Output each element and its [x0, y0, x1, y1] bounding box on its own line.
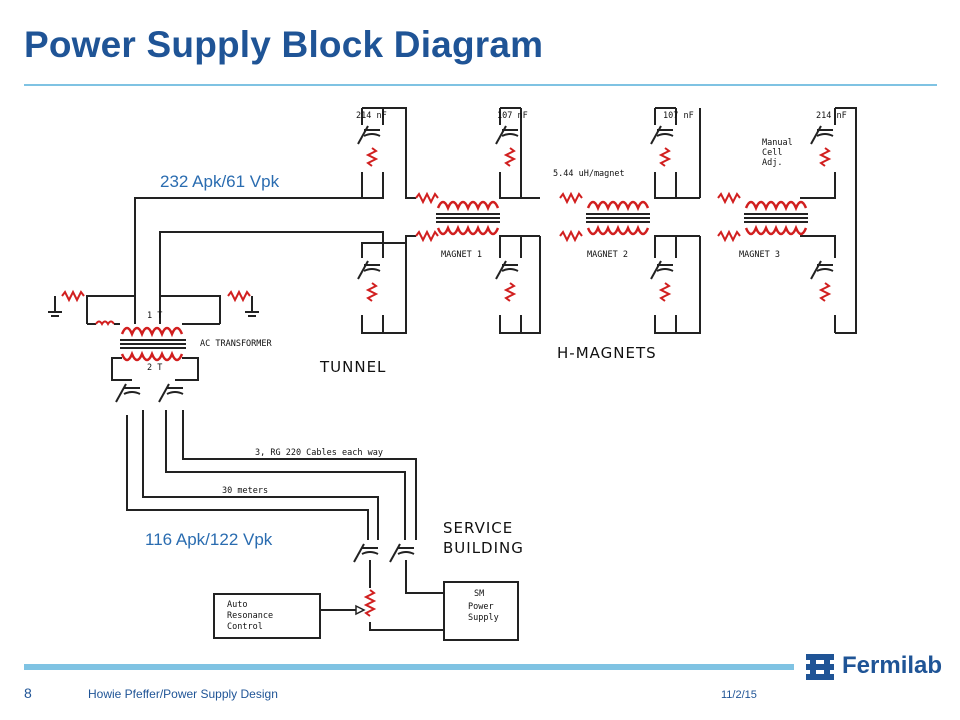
magnet-string-wiring: [134, 107, 857, 334]
power-supply-label-3: Supply: [468, 613, 499, 623]
cap-label-1: 214 nF: [356, 111, 387, 121]
auto-resonance-box: [213, 593, 321, 639]
manual-label-2: Cell: [762, 148, 782, 158]
logo-text: Fermilab: [842, 652, 943, 679]
auto-resonance-label-3: Control: [227, 622, 263, 632]
cap-label-3: 107 nF: [663, 111, 694, 121]
footer-date: 11/2/15: [721, 689, 757, 701]
power-supply-box: [443, 581, 519, 641]
page-title: Power Supply Block Diagram: [24, 24, 544, 65]
power-supply-label-2: Power: [468, 602, 494, 612]
page-number: 8: [24, 685, 32, 701]
top-current-callout: 232 Apk/61 Vpk: [160, 172, 280, 191]
magnet-3-label: MAGNET 3: [739, 250, 780, 260]
fermilab-logo-icon: [806, 654, 834, 680]
h-magnets-label: H-MAGNETS: [557, 344, 657, 362]
magnet-coils: [415, 191, 808, 243]
magnet-1-label: MAGNET 1: [441, 250, 482, 260]
manual-label-3: Adj.: [762, 158, 782, 168]
magnet-2-label: MAGNET 2: [587, 250, 628, 260]
auto-resonance-label-1: Auto: [227, 600, 247, 610]
bottom-current-callout: 116 Apk/122 Vpk: [145, 530, 273, 549]
transformer-bottom-label: 2 T: [147, 363, 162, 373]
ac-transformer: [48, 289, 259, 403]
footer-bar: [24, 664, 794, 670]
capacitor-cells: [357, 125, 834, 302]
transformer-top-label: 1 T: [147, 311, 162, 321]
title-rule: [24, 84, 937, 86]
service-label-1: SERVICE: [443, 519, 513, 537]
inductance-label: 5.44 uH/magnet: [553, 169, 625, 179]
cap-label-4: 214 nF: [816, 111, 847, 121]
power-supply-label-1: SM: [474, 589, 484, 599]
cables-label: 3, RG 220 Cables each way: [255, 448, 383, 458]
tunnel-label: TUNNEL: [319, 358, 386, 376]
auto-resonance-label-2: Resonance: [227, 611, 273, 621]
service-label-2: BUILDING: [443, 539, 524, 557]
footer-text: Howie Pfeffer/Power Supply Design: [88, 687, 278, 701]
cap-label-2: 107 nF: [497, 111, 528, 121]
ac-transformer-label: AC TRANSFORMER: [200, 339, 273, 349]
distance-label: 30 meters: [222, 486, 268, 496]
manual-label-1: Manual: [762, 138, 793, 148]
cable-run: [126, 410, 444, 631]
